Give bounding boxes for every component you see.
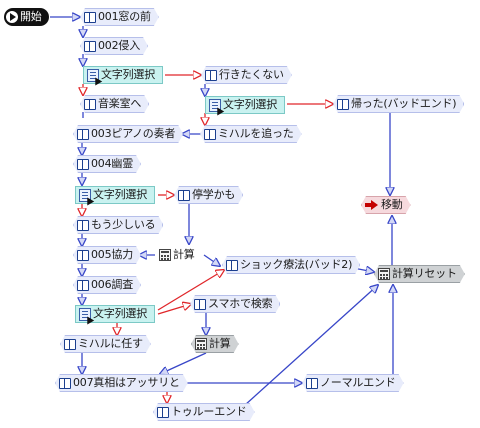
book-icon bbox=[204, 129, 216, 139]
choice-node-1-label: 文字列選択 bbox=[101, 68, 155, 81]
scene-want-not-go[interactable]: 行きたくない bbox=[201, 66, 292, 84]
edge-choice4-shock bbox=[157, 270, 224, 311]
calc-node-1[interactable]: 計算 bbox=[155, 246, 203, 264]
scene-little-more[interactable]: もう少しいる bbox=[73, 216, 163, 234]
book-icon bbox=[77, 129, 89, 139]
calc-reset-label: 計算リセット bbox=[392, 267, 457, 280]
scene-investigate-label: 006調査 bbox=[91, 278, 133, 291]
choice-node-3[interactable]: 文字列選択 bbox=[75, 186, 155, 204]
book-icon bbox=[77, 159, 89, 169]
scene-music-room[interactable]: 音楽室へ bbox=[80, 95, 149, 113]
choice-icon bbox=[87, 68, 99, 82]
calculator-icon bbox=[378, 268, 390, 280]
scene-window-label: 001窓の前 bbox=[98, 10, 151, 23]
scene-cooperate-label: 005協力 bbox=[91, 248, 133, 261]
arrow-right-icon bbox=[365, 200, 379, 210]
book-icon bbox=[84, 41, 96, 51]
scene-piano-player[interactable]: 003ピアノの奏者 bbox=[73, 125, 183, 143]
book-icon bbox=[178, 190, 190, 200]
scene-smartphone-label: スマホで検索 bbox=[208, 297, 273, 310]
book-icon bbox=[84, 99, 96, 109]
scene-shock-therapy[interactable]: ショック療法(バッド2) bbox=[222, 256, 360, 274]
scene-shock-therapy-label: ショック療法(バッド2) bbox=[240, 258, 353, 271]
book-icon bbox=[77, 220, 89, 230]
scene-ghost[interactable]: 004幽霊 bbox=[73, 155, 141, 173]
scene-true-end-label: トゥルーエンド bbox=[171, 405, 247, 418]
choice-node-2[interactable]: 文字列選択 bbox=[205, 96, 285, 114]
choice-node-1[interactable]: 文字列選択 bbox=[83, 66, 163, 84]
play-icon bbox=[6, 11, 18, 23]
start-node[interactable]: 開始 bbox=[4, 8, 49, 26]
book-icon bbox=[84, 12, 96, 22]
scene-chased-mihal[interactable]: ミハルを追った bbox=[200, 125, 302, 143]
book-icon bbox=[77, 250, 89, 260]
scene-chased-mihal-label: ミハルを追った bbox=[218, 127, 294, 140]
choice-node-3-label: 文字列選択 bbox=[93, 188, 147, 201]
scene-truth[interactable]: 007真相はアッサリと bbox=[55, 374, 188, 392]
scene-investigate[interactable]: 006調査 bbox=[73, 276, 141, 294]
book-icon bbox=[306, 378, 318, 388]
scene-want-not-go-label: 行きたくない bbox=[219, 68, 284, 81]
scene-piano-player-label: 003ピアノの奏者 bbox=[91, 127, 176, 140]
edge-calc-top-shock bbox=[203, 254, 220, 266]
choice-icon bbox=[209, 98, 221, 112]
scene-leave-mihal[interactable]: ミハルに任す bbox=[60, 335, 151, 353]
book-icon bbox=[226, 260, 238, 270]
scene-went-home-label: 帰った(バッドエンド) bbox=[351, 97, 457, 110]
scene-little-more-label: もう少しいる bbox=[91, 218, 156, 231]
scene-intrude[interactable]: 002侵入 bbox=[80, 37, 148, 55]
scene-cooperate[interactable]: 005協力 bbox=[73, 246, 141, 264]
choice-node-4[interactable]: 文字列選択 bbox=[75, 305, 155, 323]
choice-icon bbox=[79, 307, 91, 321]
calc-reset-node[interactable]: 計算リセット bbox=[374, 265, 465, 283]
book-icon bbox=[64, 339, 76, 349]
book-icon bbox=[337, 99, 349, 109]
move-node[interactable]: 移動 bbox=[361, 196, 411, 214]
scene-truth-label: 007真相はアッサリと bbox=[73, 376, 180, 389]
calculator-icon bbox=[195, 338, 207, 350]
scene-music-room-label: 音楽室へ bbox=[98, 97, 142, 110]
scene-went-home[interactable]: 帰った(バッドエンド) bbox=[333, 95, 464, 113]
edge-choice4-smartphone bbox=[157, 304, 191, 315]
scene-smartphone[interactable]: スマホで検索 bbox=[190, 295, 280, 313]
calc-node-1-label: 計算 bbox=[173, 248, 195, 261]
calculator-icon bbox=[159, 249, 171, 261]
calc-node-2-label: 計算 bbox=[209, 337, 231, 350]
book-icon bbox=[205, 70, 217, 80]
choice-node-4-label: 文字列選択 bbox=[93, 307, 147, 320]
scene-intrude-label: 002侵入 bbox=[98, 39, 140, 52]
scene-true-end[interactable]: トゥルーエンド bbox=[153, 403, 255, 421]
scene-ghost-label: 004幽霊 bbox=[91, 157, 133, 170]
scene-leave-mihal-label: ミハルに任す bbox=[78, 337, 143, 350]
calc-node-2[interactable]: 計算 bbox=[191, 335, 239, 353]
scene-suspended[interactable]: 停学かも bbox=[174, 186, 243, 204]
edge-calc2-truth bbox=[160, 352, 207, 374]
choice-icon bbox=[79, 188, 91, 202]
scene-window[interactable]: 001窓の前 bbox=[80, 8, 159, 26]
book-icon bbox=[59, 378, 71, 388]
scene-normal-end[interactable]: ノーマルエンド bbox=[302, 374, 404, 392]
book-icon bbox=[194, 299, 206, 309]
start-label: 開始 bbox=[20, 10, 42, 23]
scene-normal-end-label: ノーマルエンド bbox=[320, 376, 396, 389]
scene-suspended-label: 停学かも bbox=[192, 188, 236, 201]
book-icon bbox=[77, 280, 89, 290]
edge-true-end-calc-reset bbox=[244, 285, 378, 406]
book-icon bbox=[157, 407, 169, 417]
choice-node-2-label: 文字列選択 bbox=[223, 98, 277, 111]
move-node-label: 移動 bbox=[381, 198, 403, 211]
